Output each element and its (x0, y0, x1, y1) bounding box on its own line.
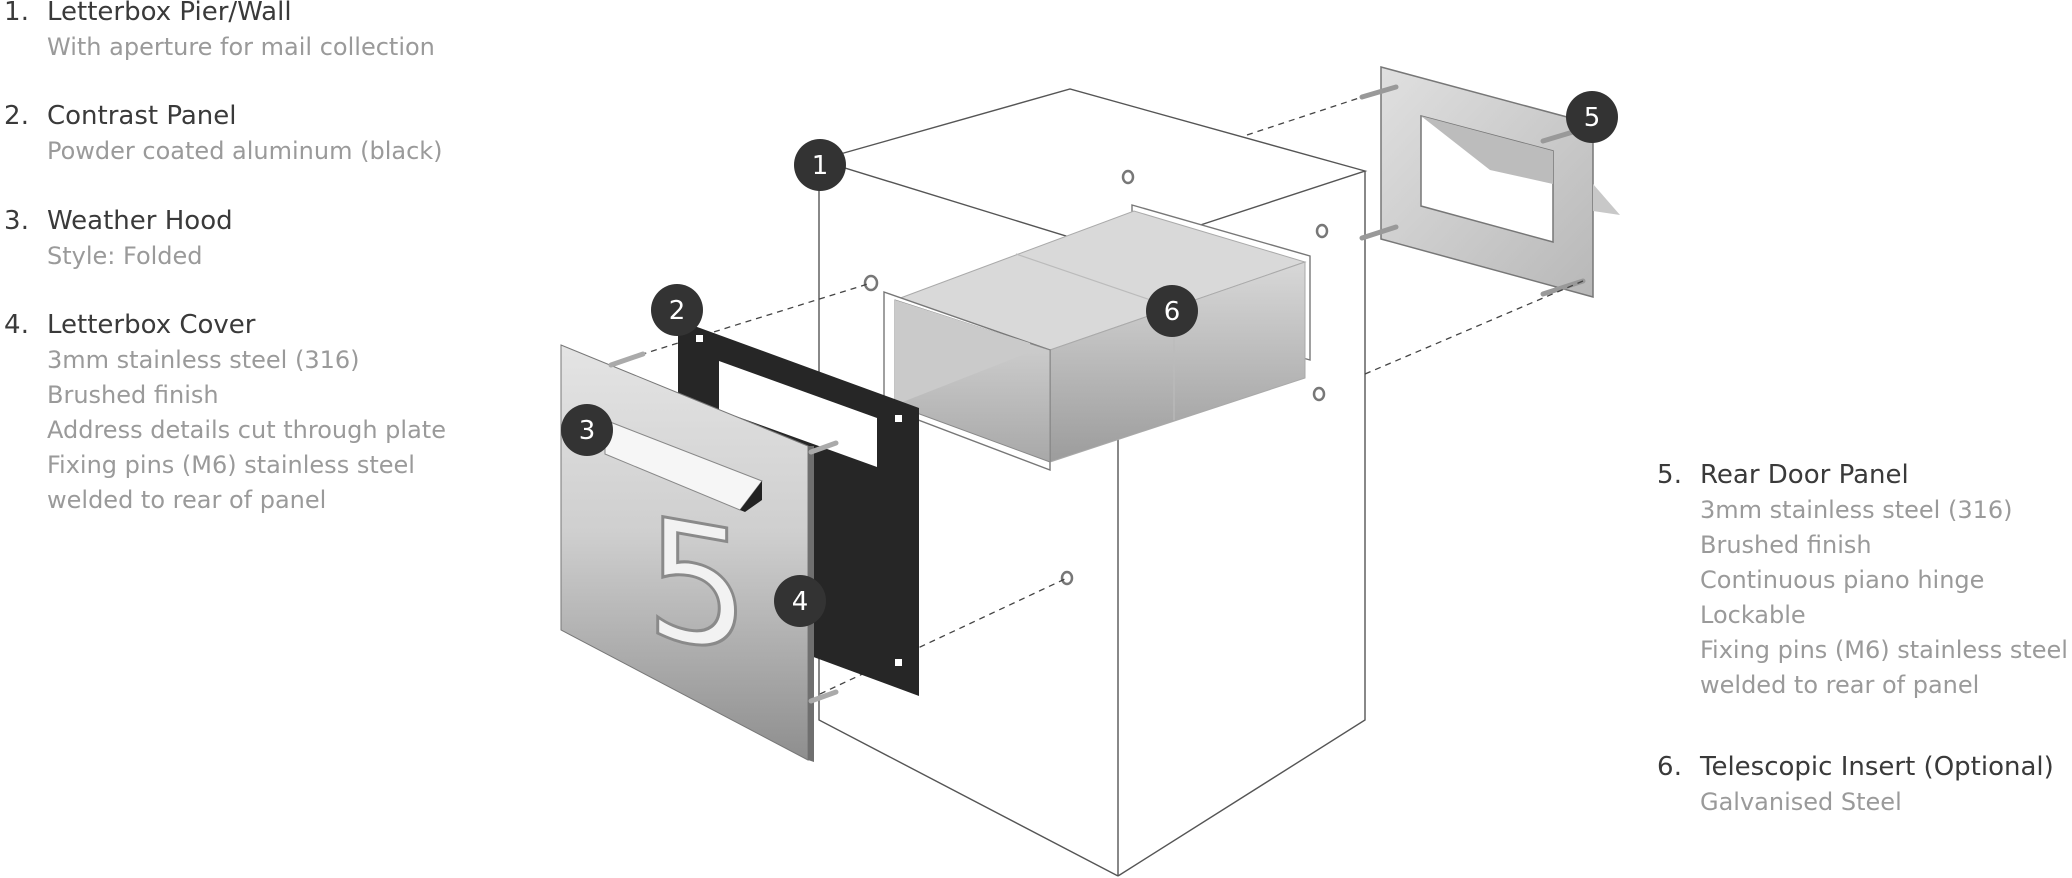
callout-4: 4 (774, 575, 826, 627)
telescopic-insert (883, 204, 1311, 472)
callout-label: 3 (579, 416, 596, 446)
fixing-hole (1315, 223, 1329, 239)
legend-number: 1. (4, 0, 30, 27)
legend-number: 5. (1657, 460, 1683, 490)
legend-item-5: 5. Rear Door Panel 3mm stainless steel (… (1657, 460, 2068, 703)
weather-hood-shadow (740, 481, 762, 512)
legend-item-6: 6. Telescopic Insert (Optional) Galvanis… (1657, 752, 2054, 820)
contrast-panel-hole (895, 659, 902, 666)
contrast-panel-hole (696, 335, 703, 342)
legend-number: 2. (4, 101, 30, 131)
legend-detail: Fixing pins (M6) stainless steel (1700, 636, 2068, 664)
legend-title: Letterbox Pier/Wall (47, 0, 292, 27)
legend-details: Powder coated aluminum (black) (47, 134, 443, 169)
legend-title: Rear Door Panel (1700, 460, 1909, 490)
legend-item-3: 3. Weather Hood Style: Folded (4, 206, 233, 274)
callout-1: 1 (794, 139, 846, 191)
legend-title: Contrast Panel (47, 101, 237, 131)
legend-number: 4. (4, 310, 30, 340)
callout-6: 6 (1146, 285, 1198, 337)
legend-title: Weather Hood (47, 206, 233, 236)
legend-detail: Brushed finish (47, 381, 219, 409)
cover-fixing-pins (608, 351, 839, 704)
legend-details: 3mm stainless steel (316) Brushed finish… (47, 343, 446, 518)
legend-detail: Lockable (1700, 601, 1806, 629)
legend-detail: 3mm stainless steel (316) (1700, 496, 2013, 524)
legend-detail: Address details cut through plate (47, 416, 446, 444)
rear-door-panel (1359, 66, 1620, 298)
legend-detail: Style: Folded (47, 242, 203, 270)
legend-detail: welded to rear of panel (47, 486, 327, 514)
legend-detail: welded to rear of panel (1700, 671, 1980, 699)
legend-detail: Galvanised Steel (1700, 788, 1902, 816)
fixing-hole (1060, 570, 1074, 586)
contrast-panel-hole (895, 415, 902, 422)
callout-label: 1 (812, 151, 829, 181)
legend-detail: 3mm stainless steel (316) (47, 346, 360, 374)
letterbox-cover: 5 (560, 344, 839, 762)
callout-2: 2 (651, 284, 703, 336)
fixing-hole (1312, 386, 1326, 402)
callout-label: 4 (792, 587, 809, 617)
callout-5: 5 (1566, 91, 1618, 143)
callout-label: 2 (669, 296, 686, 326)
fixing-hole (863, 274, 879, 292)
contrast-panel-slot (719, 361, 877, 467)
legend-number: 3. (4, 206, 30, 236)
legend-detail: Continuous piano hinge (1700, 566, 1985, 594)
pier-left-edges (818, 160, 1119, 877)
callout-3: 3 (561, 404, 613, 456)
fixing-hole (1121, 169, 1135, 185)
legend-detail: With aperture for mail collection (47, 33, 435, 61)
legend-details: 3mm stainless steel (316) Brushed finish… (1700, 493, 2068, 703)
legend-item-4: 4. Letterbox Cover 3mm stainless steel (… (4, 310, 446, 518)
insert-seam (1015, 253, 1175, 309)
legend-item-2: 2. Contrast Panel Powder coated aluminum… (4, 101, 443, 169)
callout-label: 5 (1584, 103, 1601, 133)
rear-panel-hinge (1593, 184, 1620, 215)
legend-detail: Powder coated aluminum (black) (47, 137, 443, 165)
legend-detail: Fixing pins (M6) stainless steel (47, 451, 415, 479)
legend-details: With aperture for mail collection (47, 30, 435, 65)
callout-label: 6 (1164, 297, 1181, 327)
legend-title: Telescopic Insert (Optional) (1700, 752, 2054, 782)
pier-right-edges (1117, 171, 1366, 877)
insert-interior (895, 300, 1030, 405)
rear-fixing-pins (1359, 84, 1586, 297)
legend-title: Letterbox Cover (47, 310, 256, 340)
legend-item-1: 1. Letterbox Pier/Wall With aperture for… (4, 0, 435, 65)
cover-address-number: 5 (645, 482, 750, 692)
legend-detail: Brushed finish (1700, 531, 1872, 559)
rear-panel-shadow (1421, 116, 1553, 184)
legend-number: 6. (1657, 752, 1683, 782)
legend-details: Style: Folded (47, 239, 233, 274)
legend-details: Galvanised Steel (1700, 785, 2054, 820)
